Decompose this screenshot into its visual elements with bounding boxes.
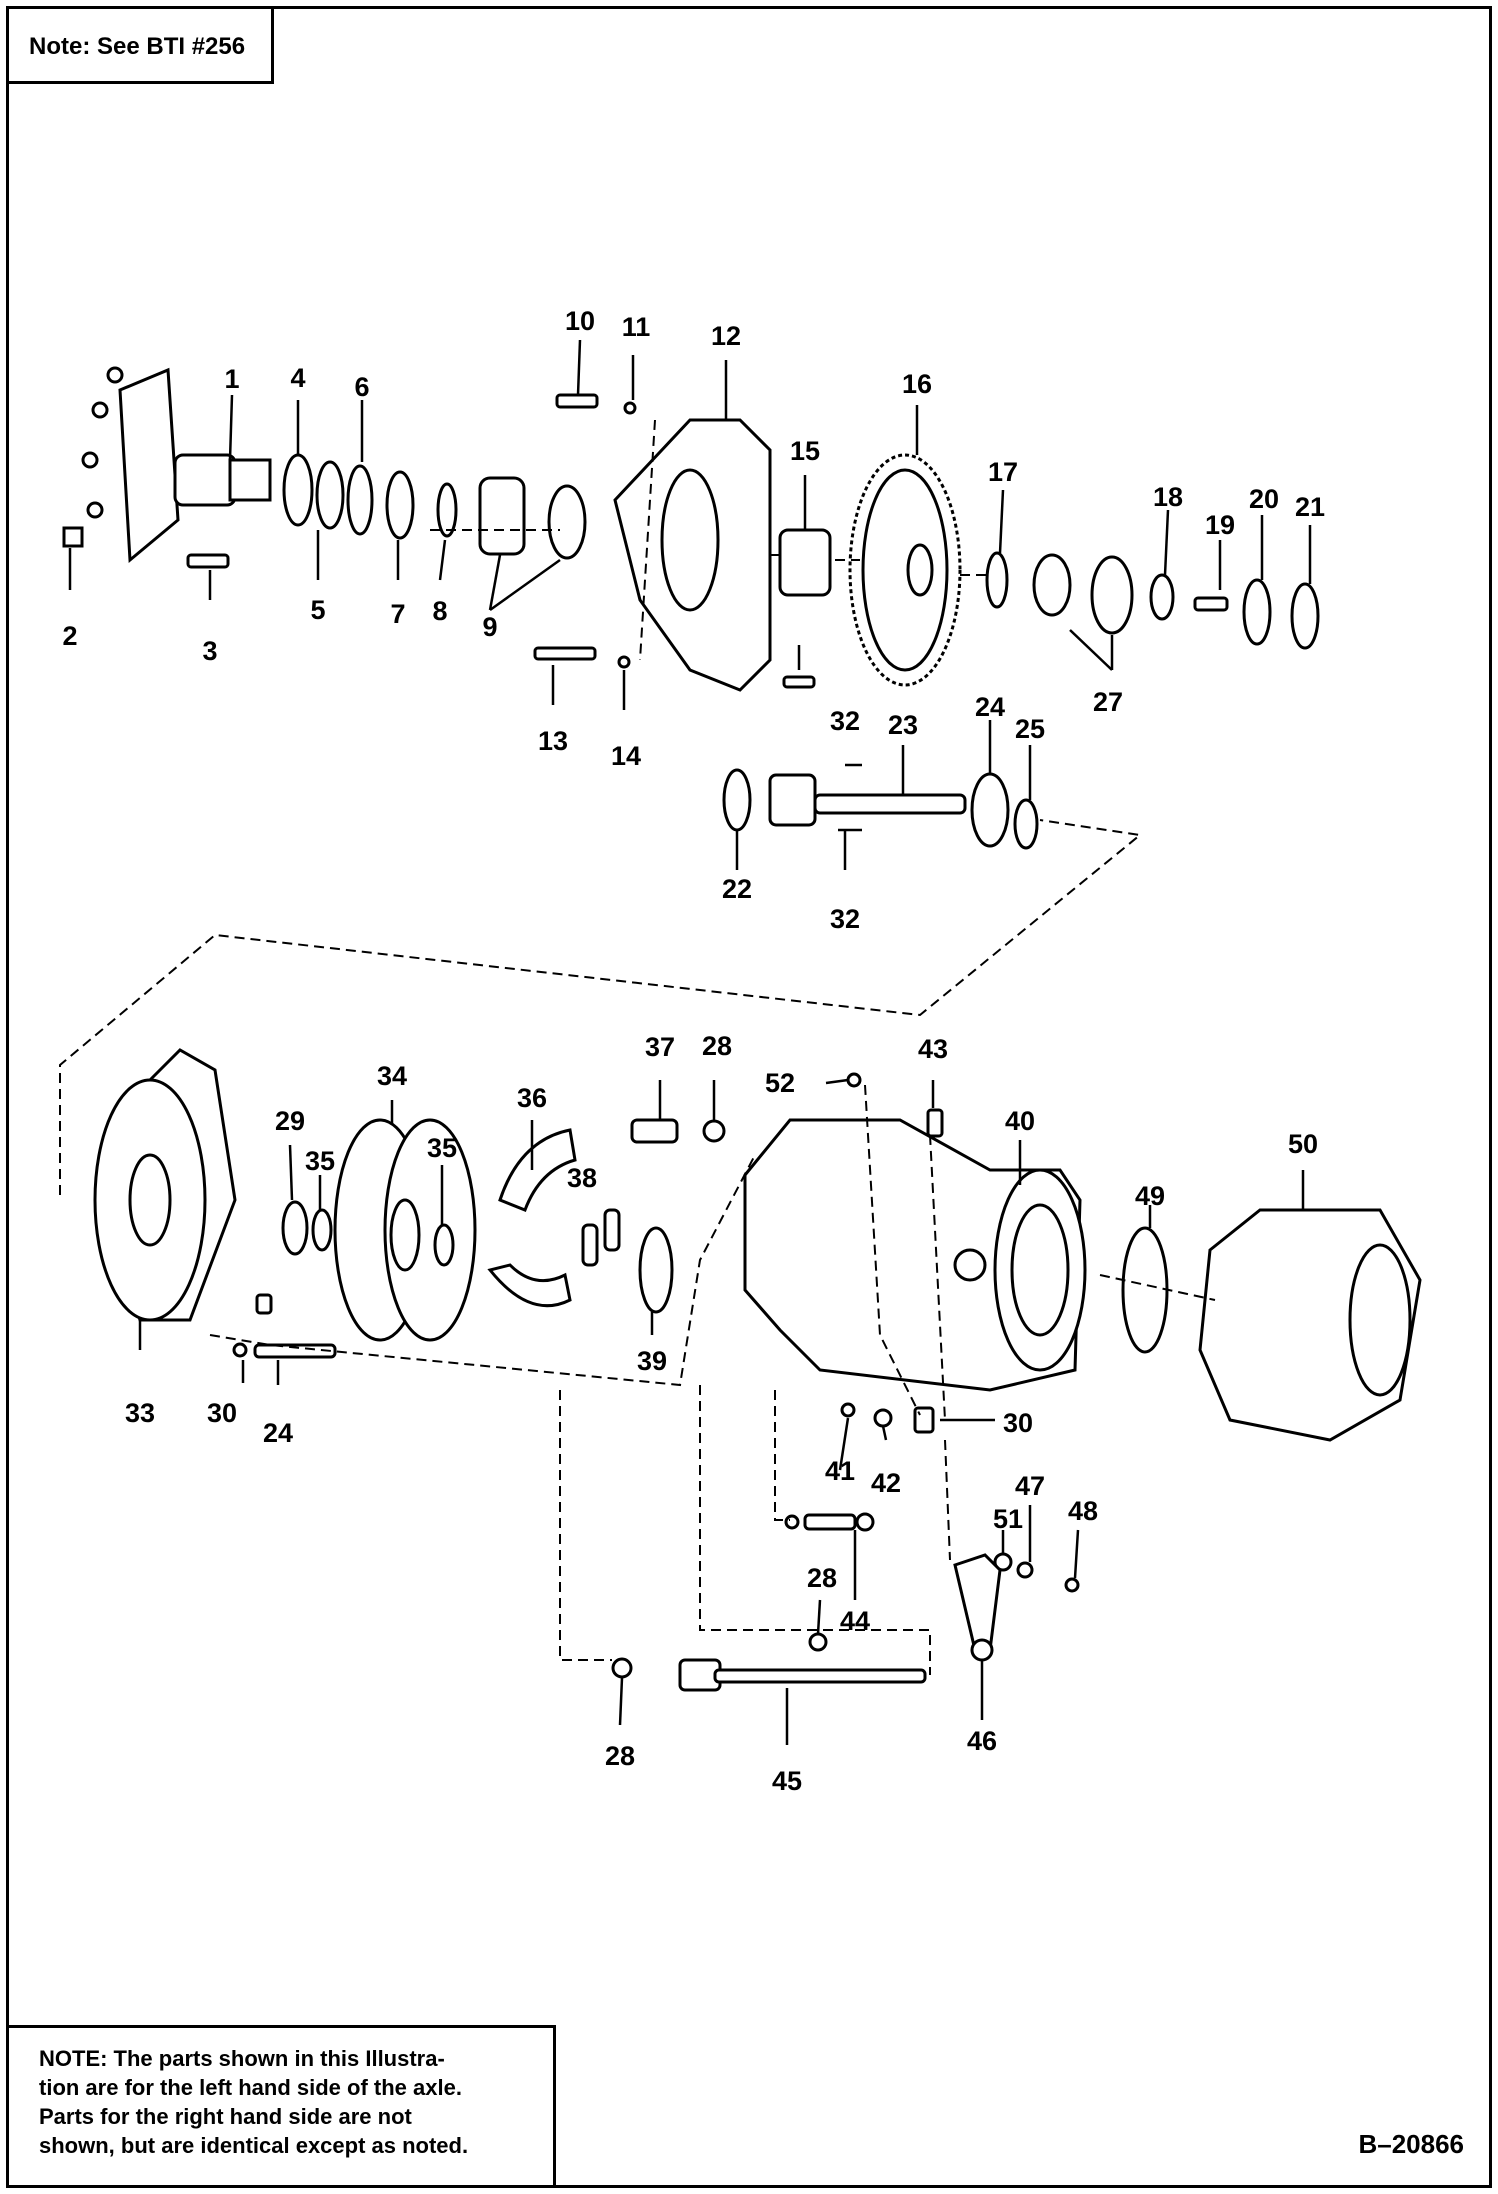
callout-13: 13	[538, 726, 568, 756]
note-line-4: shown, but are identical except as noted…	[39, 2133, 469, 2158]
callout-20: 20	[1249, 484, 1279, 514]
callout-35: 35	[427, 1133, 457, 1163]
brake-housing-part	[93, 1048, 237, 1322]
note-line-3: Parts for the right hand side are not	[39, 2104, 412, 2129]
callout-7: 7	[390, 599, 405, 629]
callout-2: 2	[62, 621, 77, 651]
bolt-12	[533, 646, 631, 669]
callout-25: 25	[1015, 714, 1045, 744]
callout-28: 28	[702, 1031, 732, 1061]
callout-35: 35	[305, 1146, 335, 1176]
figure-code: B–20866	[1358, 2129, 1464, 2159]
input-shaft-assembly	[722, 768, 1039, 850]
callout-12: 12	[711, 321, 741, 351]
callout-30: 30	[207, 1398, 237, 1428]
callout-52: 52	[765, 1068, 795, 1098]
brake-drum-part	[281, 1118, 477, 1342]
final-drive-housing-part	[613, 418, 772, 692]
seal-39	[638, 1226, 674, 1314]
bolt-10	[555, 393, 637, 415]
callout-19: 19	[1205, 510, 1235, 540]
callout-24: 24	[975, 692, 1005, 722]
small-hardware	[232, 1072, 1080, 1652]
callout-33: 33	[125, 1398, 155, 1428]
callout-15: 15	[790, 436, 820, 466]
callout-14: 14	[611, 741, 641, 771]
callout-29: 29	[275, 1106, 305, 1136]
note-box-top: Note: See BTI #256	[6, 6, 274, 84]
axle-tube-part	[1198, 1208, 1422, 1442]
page-border	[6, 6, 1492, 2188]
callout-32: 32	[830, 904, 860, 934]
axle-hub-part	[62, 366, 272, 569]
callout-47: 47	[1015, 1471, 1045, 1501]
callout-27: 27	[1093, 687, 1123, 717]
callout-28: 28	[605, 1741, 635, 1771]
callout-48: 48	[1068, 1496, 1098, 1526]
callout-16: 16	[902, 369, 932, 399]
note-box-bottom: NOTE: The parts shown in this Illustra- …	[6, 2025, 556, 2188]
callout-6: 6	[354, 372, 369, 402]
callout-39: 39	[637, 1346, 667, 1376]
note-line-2: tion are for the left hand side of the a…	[39, 2075, 462, 2100]
callout-32: 32	[830, 706, 860, 736]
callout-44: 44	[840, 1606, 870, 1636]
bushing-15	[778, 528, 832, 597]
callout-3: 3	[202, 636, 217, 666]
callout-43: 43	[918, 1034, 948, 1064]
callout-50: 50	[1288, 1129, 1318, 1159]
callout-21: 21	[1295, 492, 1325, 522]
callout-42: 42	[871, 1468, 901, 1498]
hub-seal-rings	[282, 453, 587, 560]
drive-gear-part	[848, 453, 962, 687]
callout-34: 34	[377, 1061, 407, 1091]
callout-30: 30	[1003, 1408, 1033, 1438]
callout-22: 22	[722, 874, 752, 904]
callout-28: 28	[807, 1563, 837, 1593]
callout-41: 41	[825, 1456, 855, 1486]
callout-9: 9	[482, 612, 497, 642]
callout-46: 46	[967, 1726, 997, 1756]
callout-40: 40	[1005, 1106, 1035, 1136]
callout-45: 45	[772, 1766, 802, 1796]
note-top-text: Note: See BTI #256	[29, 33, 246, 60]
callout-18: 18	[1153, 482, 1183, 512]
callout-1: 1	[224, 364, 239, 394]
callout-36: 36	[517, 1083, 547, 1113]
callout-51: 51	[993, 1504, 1023, 1534]
note-line-1: NOTE: The parts shown in this Illustra-	[39, 2046, 445, 2071]
bearing-stack-17-21	[782, 551, 1320, 689]
callout-38: 38	[567, 1163, 597, 1193]
callout-17: 17	[988, 457, 1018, 487]
callout-24: 24	[263, 1418, 293, 1448]
callout-11: 11	[622, 312, 651, 342]
callout-49: 49	[1135, 1181, 1165, 1211]
pivot-pin-45	[611, 1657, 927, 1692]
callout-8: 8	[432, 596, 447, 626]
callout-10: 10	[565, 306, 595, 336]
callout-5: 5	[310, 595, 325, 625]
bearing-49	[1121, 1226, 1169, 1354]
transmission-case-part	[743, 1118, 1087, 1392]
callout-4: 4	[290, 363, 305, 393]
steering-lever-part	[953, 1553, 1002, 1662]
callout-37: 37	[645, 1032, 675, 1062]
callout-23: 23	[888, 710, 918, 740]
bolt-37	[630, 1118, 726, 1144]
brake-shoes-part	[487, 1128, 621, 1308]
